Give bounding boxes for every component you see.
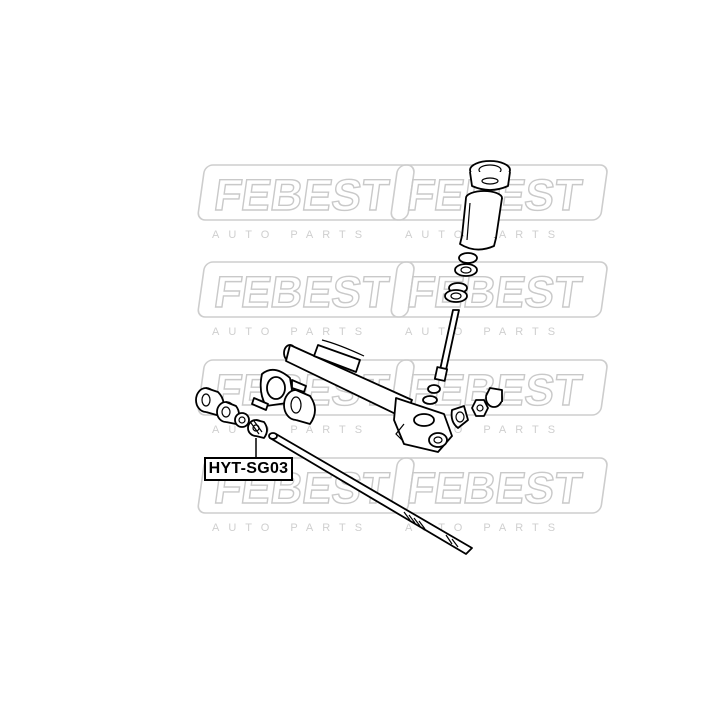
- watermark-brand: FEBEST: [404, 268, 584, 317]
- highlighted-part-hyt-sg03: [247, 419, 268, 439]
- watermark-tagline: AUTO PARTS: [212, 522, 371, 534]
- watermark-tagline: AUTO PARTS: [212, 424, 371, 436]
- rubber-bushing-large: [283, 389, 316, 425]
- dust-boot: [459, 190, 503, 251]
- watermark-tagline: AUTO PARTS: [212, 229, 371, 241]
- part-number-label: HYT-SG03: [204, 457, 293, 481]
- bearing-ring-2: [444, 282, 468, 303]
- watermark: FEBEST: [197, 164, 415, 221]
- top-seal-ring: [469, 160, 511, 191]
- watermark-brand: FEBEST: [211, 171, 391, 220]
- watermark: FEBEST: [390, 457, 608, 514]
- part-number-text: HYT-SG03: [208, 460, 289, 477]
- watermark: FEBEST: [197, 261, 415, 318]
- watermark-brand: FEBEST: [211, 268, 391, 317]
- watermark-tagline: AUTO PARTS: [405, 326, 564, 338]
- small-ring: [234, 412, 250, 428]
- rack-bar: [268, 432, 473, 555]
- curved-shield: [313, 339, 365, 373]
- side-bushing: [450, 405, 469, 429]
- rack-housing: [283, 344, 453, 453]
- watermark-tagline: AUTO PARTS: [212, 326, 371, 338]
- watermark: FEBEST: [390, 261, 608, 318]
- pinion-shaft: [422, 309, 460, 405]
- small-cap: [485, 387, 503, 408]
- watermark-group: FEBEST AUTO PARTS FEBEST AUTO PARTS FEBE…: [197, 164, 608, 534]
- adjuster-nut: [471, 399, 489, 417]
- watermark-brand: FEBEST: [404, 464, 584, 513]
- bearing-ring-1: [454, 252, 478, 277]
